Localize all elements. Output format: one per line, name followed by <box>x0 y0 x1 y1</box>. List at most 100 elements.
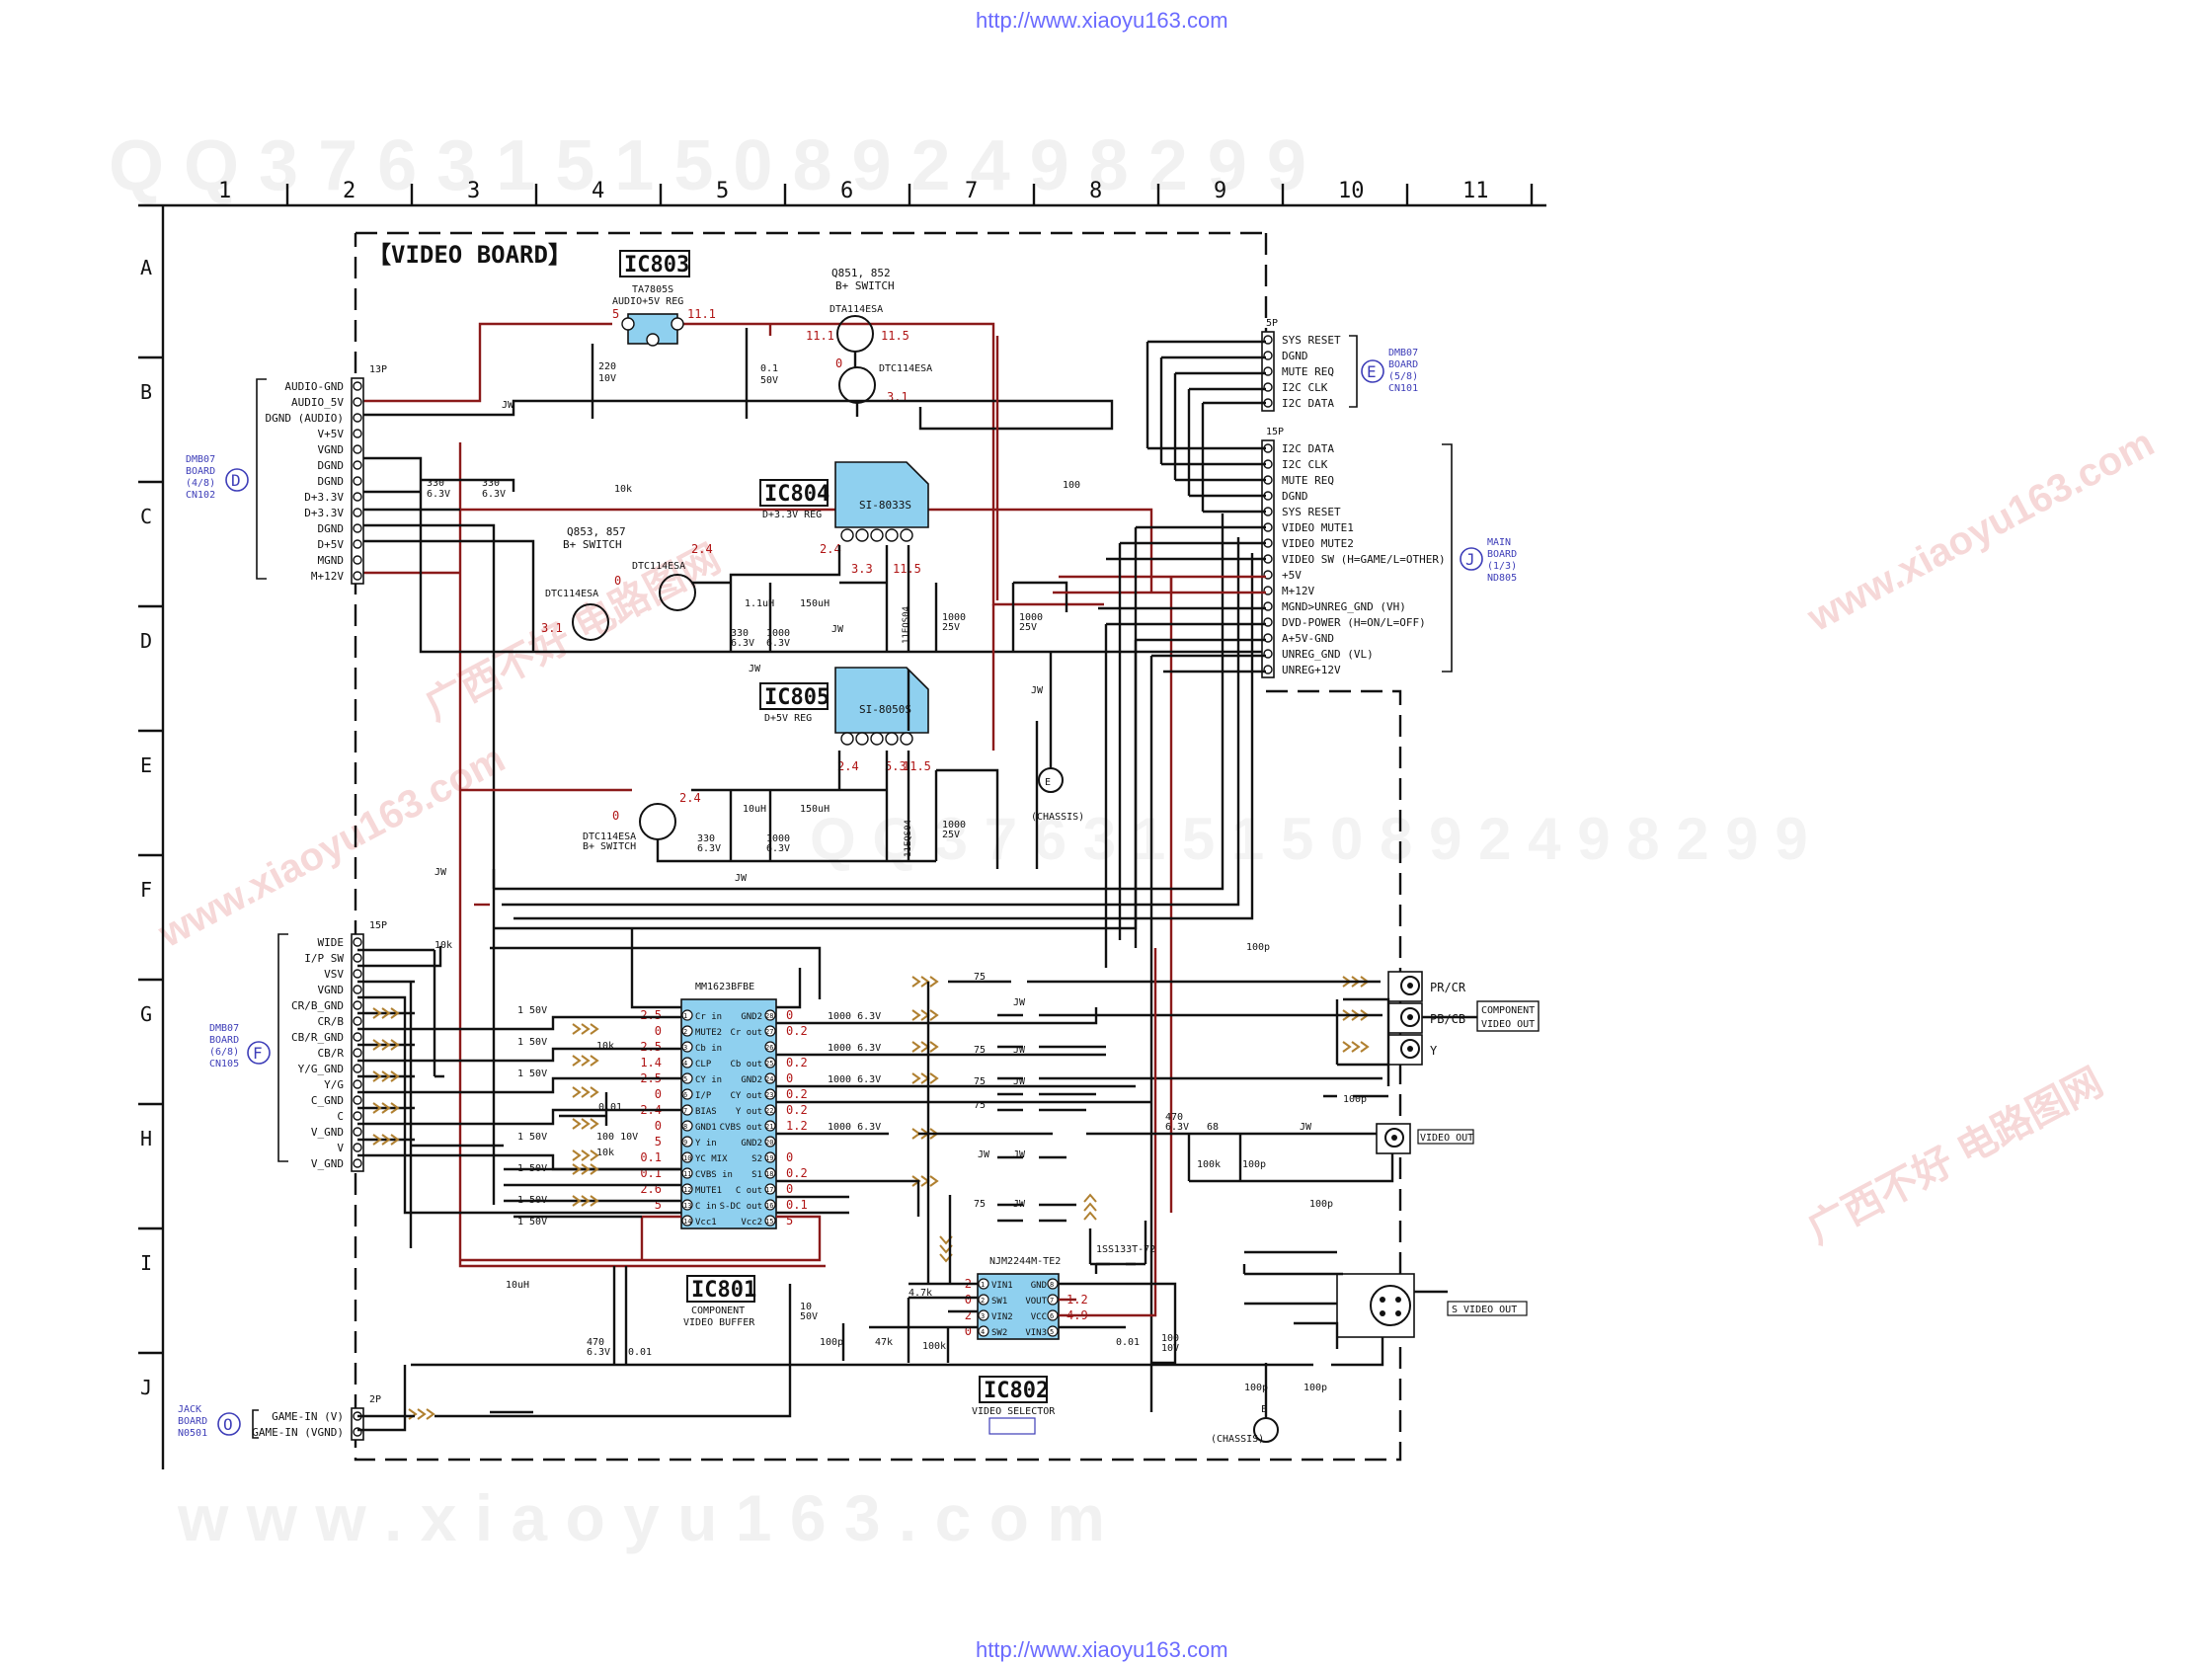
jw-13: JW <box>1300 1122 1312 1133</box>
trace-cn105-gnd <box>409 950 504 1248</box>
ic802-name: IC802 <box>984 1379 1049 1403</box>
q853-vc: 2.4 <box>691 542 713 556</box>
trace-ic801-out <box>776 1021 889 1215</box>
ic803: IC803 TA7805S AUDIO+5V REG 5 11.1 <box>612 250 716 347</box>
ic801-rv-6: 0.2 <box>786 1103 808 1117</box>
d11eqs04-2: 11EQS04 <box>904 820 913 857</box>
q855-label: B+ SWITCH <box>583 841 636 852</box>
grid-col-4: 4 <box>592 179 604 203</box>
url-top[interactable]: http://www.xiaoyu163.com <box>976 8 1228 33</box>
cn105-board-3: CN105 <box>209 1059 239 1069</box>
cn105-board-2: (6/8) <box>209 1047 239 1058</box>
jw-2: JW <box>831 624 844 635</box>
trace-ic801-in <box>494 1015 681 1171</box>
grid-col-8: 8 <box>1089 179 1102 203</box>
jw-11: JW <box>1013 1149 1026 1160</box>
chassis-e-bottom: E <box>1261 1404 1267 1415</box>
ic801-lv-2: 2.5 <box>640 1040 662 1054</box>
ic803-vout: 11.1 <box>687 307 716 321</box>
ic801-rv-0: 0 <box>786 1008 793 1022</box>
ic801-lnum-9: 10 <box>683 1154 691 1162</box>
cn102-pin-13: M+12V <box>311 570 344 583</box>
signal-arrow-icon <box>572 1118 599 1130</box>
c1000b-r: 25V <box>942 622 960 633</box>
c1000d-r: 6.3V <box>766 843 790 854</box>
cn105-pin-9: Y/G_GND <box>298 1063 344 1075</box>
ic801-rpin-9: S2 <box>751 1154 762 1164</box>
ic804-vc: 11.5 <box>893 562 921 576</box>
q851-part: DTA114ESA <box>830 304 883 315</box>
c1000e-r: 25V <box>942 830 960 840</box>
q852-part: DTC114ESA <box>879 363 932 374</box>
cn101-board-0: DMB07 <box>1388 348 1418 358</box>
grid-row-C: C <box>140 505 152 528</box>
signal-arrows-out <box>911 976 1370 1263</box>
ic804-name: IC804 <box>764 482 830 507</box>
trace-0.01 <box>559 1092 608 1126</box>
trace-agnd <box>357 328 1114 431</box>
ic802-lnum-0: 1 <box>981 1281 985 1289</box>
nd805-pin-3: MUTE REQ <box>1282 474 1334 487</box>
cap-1000-b: 1000 6.3V <box>828 1043 881 1054</box>
url-bottom[interactable]: http://www.xiaoyu163.com <box>976 1637 1228 1662</box>
ic804-vb: 3.3 <box>851 562 873 576</box>
nd805-ref: J <box>1465 550 1475 569</box>
l10uh-b: 10uH <box>506 1280 529 1291</box>
cn105-pin-15: V_GND <box>311 1157 344 1170</box>
r75-d: 75 <box>974 1100 986 1111</box>
cap-1-50v-g: 1 50V <box>517 1217 547 1227</box>
ic805-vb: 5.3 <box>885 759 907 773</box>
cn105-pin-4: VGND <box>318 984 345 996</box>
q857-part: DTC114ESA <box>545 589 598 599</box>
ic801-lpin-0: Cr in <box>695 1012 722 1022</box>
cn105-board-0: DMB07 <box>209 1023 239 1034</box>
signal-arrow-icon <box>572 1149 599 1161</box>
cn105-pin-3: VSV <box>324 968 344 981</box>
nd805-pin-12: DVD-POWER (H=ON/L=OFF) <box>1282 616 1426 629</box>
ic801-lv-3: 1.4 <box>640 1056 662 1069</box>
c100-10v-r: 10V <box>1161 1343 1179 1354</box>
c001-v: 0.01 <box>598 1102 622 1113</box>
r10k-v2: 10k <box>596 1148 614 1158</box>
r100: 100 <box>1063 480 1080 491</box>
cn101-pin-3: MUTE REQ <box>1282 365 1334 378</box>
c100p-g: 100p <box>1309 1199 1333 1210</box>
cn101-pin-2: DGND <box>1282 350 1308 362</box>
trace-75r <box>948 980 1382 1223</box>
c100-10v: 100 10V <box>596 1132 638 1143</box>
cap-1-50v-f: 1 50V <box>517 1195 547 1206</box>
cn105-pin-10: Y/G <box>324 1078 344 1091</box>
ic801-lnum-8: 9 <box>683 1139 687 1147</box>
ic802-part: NJM2244M-TE2 <box>989 1256 1061 1267</box>
n0501-board-2: N0501 <box>178 1428 207 1439</box>
q853-part: DTC114ESA <box>632 561 685 572</box>
jw-9: JW <box>1013 1076 1026 1087</box>
ic801-rpin-3: Cb out <box>730 1060 762 1069</box>
ic801-lpin-9: YC MIX <box>695 1154 728 1164</box>
ic801-lpin-10: CVBS in <box>695 1170 733 1180</box>
d11eqs04: 11EQS04 <box>902 606 911 644</box>
ic801-desc2: VIDEO BUFFER <box>683 1317 755 1328</box>
r100k-a: 100k <box>922 1341 946 1352</box>
watermark-cn-site-right: www.xiaoyu163.com <box>1800 421 2162 640</box>
trace-ic802-vcc <box>1059 948 1157 1317</box>
trace-video-out <box>1086 1132 1394 1183</box>
q851-q852: Q851, 852 B+ SWITCH DTA114ESA DTC114ESA … <box>806 267 932 404</box>
c100-10v-v: 100 <box>1161 1333 1179 1344</box>
ic805: SI-8050S IC805 D+5V REG 2.4 5.3 11.5 <box>759 667 931 773</box>
component-label-2: VIDEO OUT <box>1481 1019 1535 1030</box>
ic801-lv-1: 0 <box>655 1024 662 1038</box>
ic801-rpin-0: GND2 <box>741 1012 762 1022</box>
q853-vb: 0 <box>614 574 621 588</box>
q851-vb: 11.5 <box>881 329 909 343</box>
ic802-rpin-2: VCC <box>1031 1312 1047 1322</box>
r100k-b: 100k <box>1197 1159 1221 1170</box>
ic803-desc: AUDIO+5V REG <box>612 296 683 307</box>
ic801-rpin-8: GND2 <box>741 1139 762 1148</box>
signal-arrow-icon <box>372 1070 400 1082</box>
ic802-lv-1: 0 <box>965 1293 972 1307</box>
cap-1000-d: 1000 6.3V <box>828 1122 881 1133</box>
ic801-lnum-10: 11 <box>683 1170 691 1178</box>
